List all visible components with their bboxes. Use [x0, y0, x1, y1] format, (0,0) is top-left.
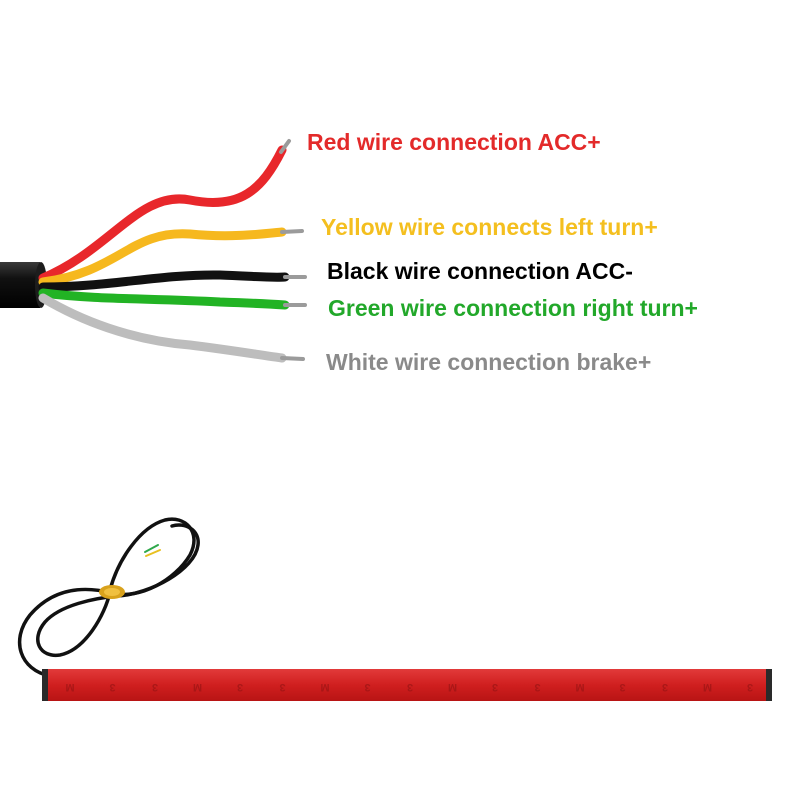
label-green-wire: Green wire connection right turn+: [328, 295, 698, 321]
strip-marking: M: [703, 681, 712, 693]
strip-marking: M: [320, 681, 329, 693]
wire-black: [38, 270, 290, 292]
cable-tie: [99, 585, 125, 599]
wire-yellow: [38, 227, 287, 287]
strip-marking: 3: [279, 681, 285, 693]
strip-marking: 3: [109, 681, 115, 693]
strip-marking: 3: [152, 681, 158, 693]
strip-marking: M: [65, 681, 74, 693]
strip-marking: 3: [534, 681, 540, 693]
wire-tips: [279, 139, 307, 361]
wire-green: [38, 288, 290, 310]
wire-bundle: [38, 145, 290, 363]
label-yellow-wire: Yellow wire connects left turn+: [321, 214, 658, 240]
label-white-wire: White wire connection brake+: [326, 349, 652, 375]
wire-red: [38, 145, 287, 283]
strip-marking: M: [448, 681, 457, 693]
strip-marking: 3: [747, 681, 753, 693]
strip-marking: M: [193, 681, 202, 693]
strip-marking: 3: [662, 681, 668, 693]
led-strip-lead-wire: [18, 517, 200, 678]
tip-white: [280, 356, 305, 361]
strip-marking: M: [575, 681, 584, 693]
strip-marking: 3: [407, 681, 413, 693]
led-strip: M 3 3 M 3 3 M 3 3 M 3 3 M 3 3 M 3: [42, 669, 772, 701]
strip-marking: 3: [492, 681, 498, 693]
wire-white: [38, 293, 287, 363]
led-strip-markings: M 3 3 M 3 3 M 3 3 M 3 3 M 3 3 M 3: [65, 681, 753, 693]
strip-marking: 3: [237, 681, 243, 693]
led-strip-backing: [42, 669, 772, 701]
tip-yellow: [280, 229, 304, 234]
strip-marking: 3: [364, 681, 370, 693]
label-red-wire: Red wire connection ACC+: [307, 129, 601, 155]
label-black-wire: Black wire connection ACC-: [327, 258, 633, 284]
strip-marking: 3: [619, 681, 625, 693]
tip-red: [279, 139, 291, 154]
